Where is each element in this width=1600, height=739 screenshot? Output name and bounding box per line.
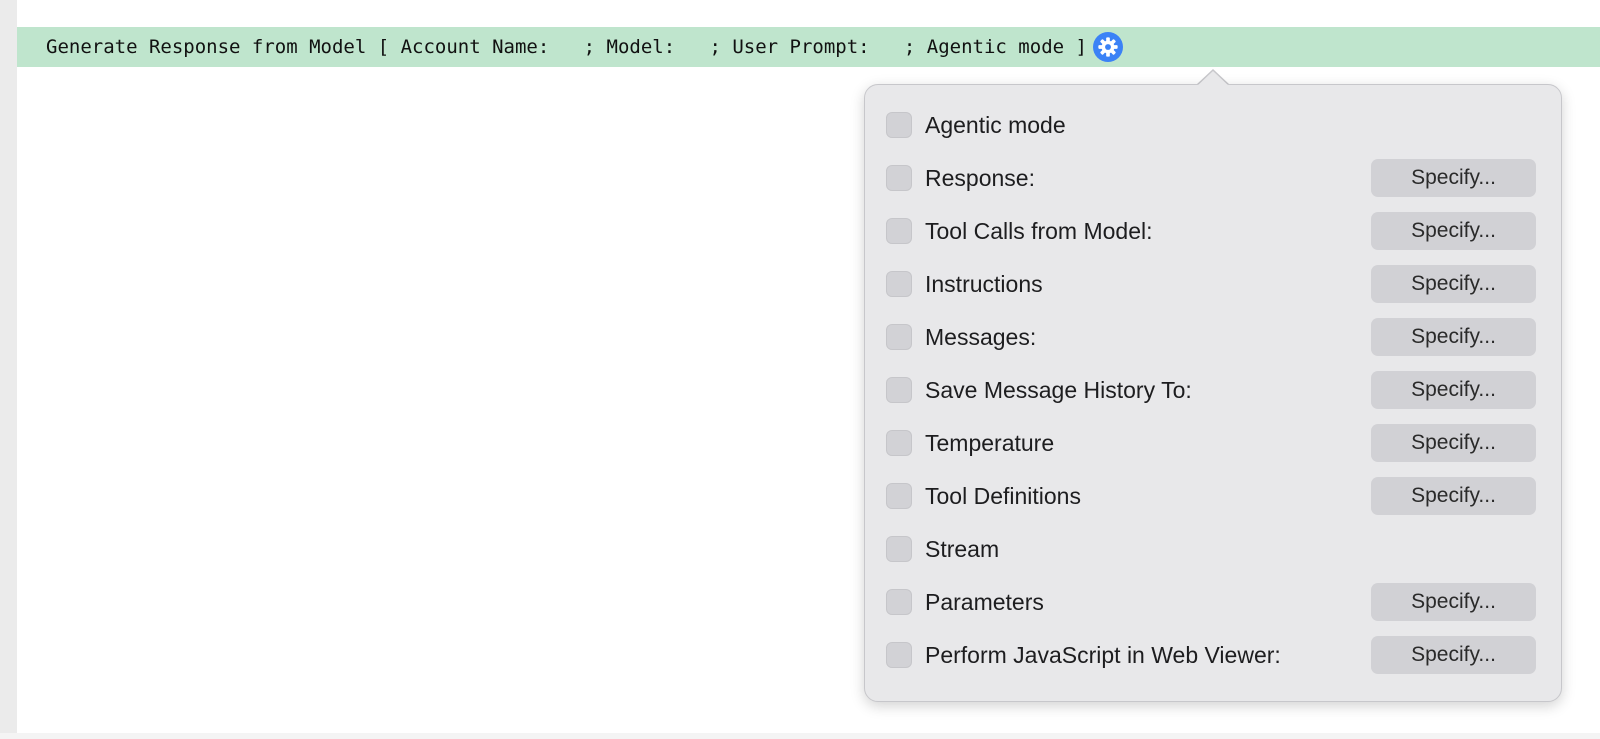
option-tool-calls-from-model: Tool Calls from Model: Specify... <box>886 212 1536 250</box>
checkbox[interactable] <box>886 112 912 138</box>
option-stream: Stream <box>886 530 1536 568</box>
option-label: Agentic mode <box>925 111 1066 138</box>
checkbox[interactable] <box>886 377 912 403</box>
checkbox[interactable] <box>886 324 912 350</box>
option-label: Save Message History To: <box>925 376 1192 403</box>
checkbox[interactable] <box>886 271 912 297</box>
option-parameters: Parameters Specify... <box>886 583 1536 621</box>
popover-arrow <box>1197 71 1229 86</box>
option-perform-javascript-in-web-viewer: Perform JavaScript in Web Viewer: Specif… <box>886 636 1536 674</box>
option-label: Tool Definitions <box>925 482 1081 509</box>
option-instructions: Instructions Specify... <box>886 265 1536 303</box>
option-label: Tool Calls from Model: <box>925 217 1153 244</box>
checkbox[interactable] <box>886 218 912 244</box>
specify-button[interactable]: Specify... <box>1371 212 1536 250</box>
checkbox[interactable] <box>886 483 912 509</box>
specify-button[interactable]: Specify... <box>1371 265 1536 303</box>
specify-button[interactable]: Specify... <box>1371 583 1536 621</box>
option-agentic-mode: Agentic mode <box>886 106 1536 144</box>
specify-button[interactable]: Specify... <box>1371 318 1536 356</box>
option-label: Temperature <box>925 429 1055 456</box>
options-popover: Agentic mode Response: Specify... Tool C… <box>864 84 1562 702</box>
option-label: Instructions <box>925 270 1043 297</box>
specify-button[interactable]: Specify... <box>1371 371 1536 409</box>
specify-button[interactable]: Specify... <box>1371 159 1536 197</box>
checkbox[interactable] <box>886 430 912 456</box>
option-label: Stream <box>925 535 1000 562</box>
specify-button[interactable]: Specify... <box>1371 636 1536 674</box>
checkbox[interactable] <box>886 536 912 562</box>
specify-button[interactable]: Specify... <box>1371 424 1536 462</box>
editor-bottom-edge <box>0 733 1600 739</box>
option-label: Messages: <box>925 323 1037 350</box>
option-tool-definitions: Tool Definitions Specify... <box>886 477 1536 515</box>
option-messages: Messages: Specify... <box>886 318 1536 356</box>
checkbox[interactable] <box>886 165 912 191</box>
option-response: Response: Specify... <box>886 159 1536 197</box>
option-label: Parameters <box>925 588 1044 615</box>
option-save-message-history-to: Save Message History To: Specify... <box>886 371 1536 409</box>
option-temperature: Temperature Specify... <box>886 424 1536 462</box>
checkbox[interactable] <box>886 642 912 668</box>
specify-button[interactable]: Specify... <box>1371 477 1536 515</box>
script-step-text[interactable]: Generate Response from Model [ Account N… <box>46 36 1087 58</box>
checkbox[interactable] <box>886 589 912 615</box>
editor-gutter <box>0 0 17 739</box>
script-step-line[interactable]: Generate Response from Model [ Account N… <box>17 27 1600 67</box>
option-label: Response: <box>925 164 1035 191</box>
gear-icon[interactable] <box>1092 32 1123 62</box>
option-label: Perform JavaScript in Web Viewer: <box>925 641 1281 668</box>
